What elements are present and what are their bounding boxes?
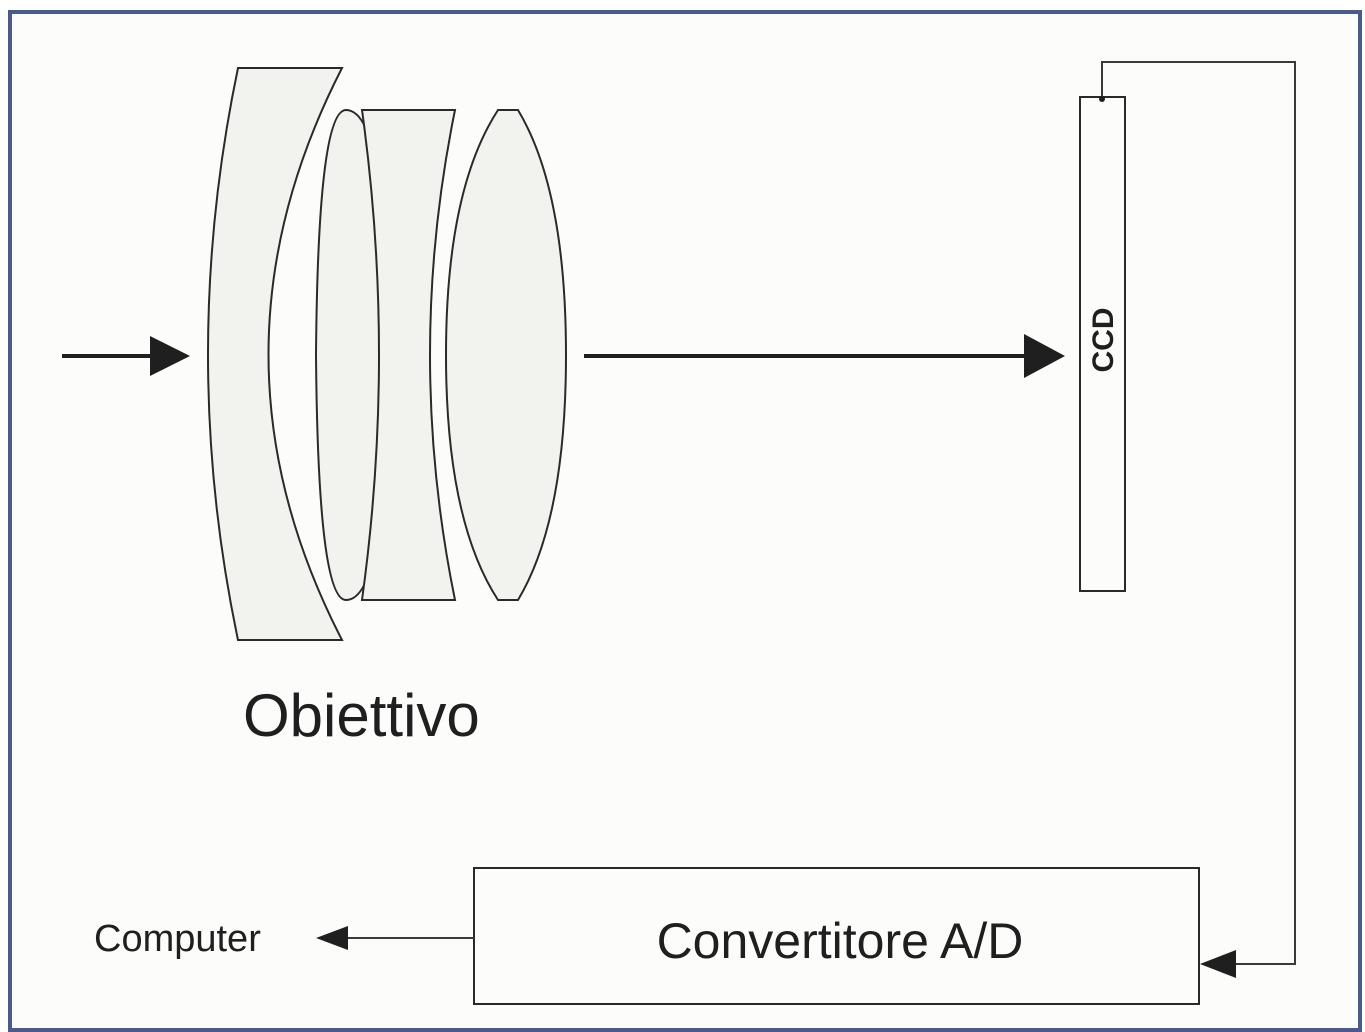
ccd-connection-dot bbox=[1099, 96, 1105, 102]
computer-output-arrow bbox=[316, 926, 474, 950]
ad-converter-box: Convertitore A/D bbox=[473, 867, 1200, 1005]
objective-label: Obiettivo bbox=[243, 682, 480, 749]
incoming-light-arrow bbox=[62, 336, 190, 376]
light-path-arrow bbox=[584, 334, 1065, 378]
lens-element-4 bbox=[444, 109, 568, 601]
ccd-label: CCD bbox=[1087, 308, 1120, 373]
objective-lens-group bbox=[207, 67, 568, 641]
lens-element-3 bbox=[360, 109, 457, 601]
ccd-sensor: CCD bbox=[1079, 96, 1126, 592]
converter-input-arrowhead bbox=[1200, 950, 1236, 978]
computer-label: Computer bbox=[94, 918, 261, 960]
lens-element-1 bbox=[207, 67, 344, 641]
ad-converter-label: Convertitore A/D bbox=[657, 913, 1024, 969]
ccd-signal-wire bbox=[1101, 61, 1296, 965]
